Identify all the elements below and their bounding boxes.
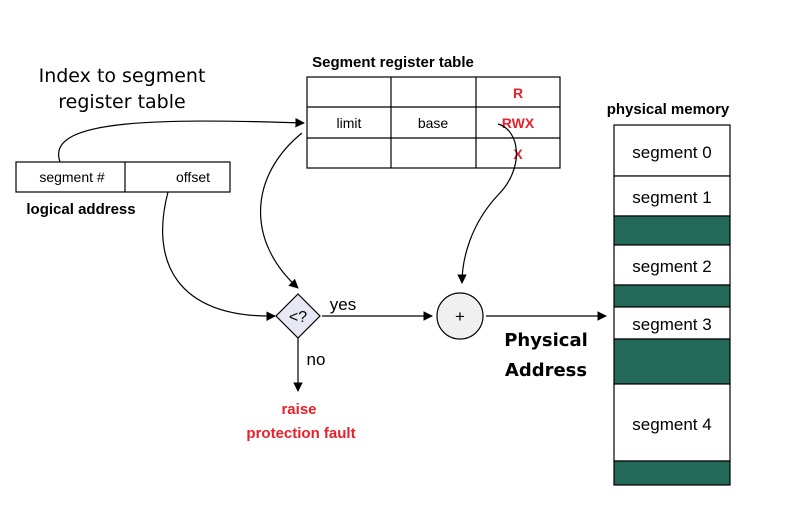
segment-1-label: segment 1 — [632, 188, 711, 207]
yes-label: yes — [330, 295, 356, 314]
memory-block-segment-2 — [613, 244, 731, 286]
physical-address-line1: Physical — [504, 330, 588, 351]
segment-3-label: segment 3 — [632, 315, 711, 334]
base-cell: base — [418, 115, 449, 131]
memory-block-free-2 — [613, 284, 731, 308]
segment-2-label: segment 2 — [632, 257, 711, 276]
memory-block-free-1 — [613, 215, 731, 246]
arrow-offset-to-compare — [162, 191, 276, 321]
perm-rwx: RWX — [502, 115, 535, 131]
arrow-base-to-adder — [457, 123, 517, 284]
adder-symbol: + — [455, 307, 465, 326]
segment-0-label: segment 0 — [632, 143, 711, 162]
arrow-index-to-table — [58, 117, 305, 163]
physical-address-line2: Address — [505, 360, 587, 381]
logical-address-box — [15, 161, 231, 193]
logical-address-caption: logical address — [26, 201, 135, 218]
compare-diamond — [275, 293, 321, 339]
memory-block-segment-3 — [613, 306, 731, 340]
physical-memory — [613, 124, 731, 486]
no-label: no — [307, 350, 326, 369]
perm-x: X — [513, 146, 523, 162]
memory-block-free-4 — [613, 460, 731, 486]
adder-circle — [436, 292, 484, 340]
memory-block-segment-1 — [613, 175, 731, 217]
compare-symbol: <? — [289, 309, 307, 326]
memory-title: physical memory — [607, 101, 730, 118]
segment-number-cell: segment # — [39, 169, 105, 185]
perm-r: R — [513, 85, 523, 101]
arrow-limit-to-compare — [259, 132, 303, 289]
memory-block-free-3 — [613, 338, 731, 385]
memory-block-segment-4 — [613, 383, 731, 462]
index-label-line2: register table — [58, 91, 185, 113]
limit-cell: limit — [337, 115, 362, 131]
fault-line1: raise — [281, 401, 316, 418]
memory-block-segment-0 — [613, 124, 731, 177]
segment-4-label: segment 4 — [632, 415, 711, 434]
index-label-line1: Index to segment — [39, 65, 206, 87]
fault-line2: protection fault — [246, 425, 355, 442]
offset-cell: offset — [176, 169, 210, 185]
segment-register-table — [306, 76, 561, 169]
seg-table-title: Segment register table — [312, 54, 474, 71]
